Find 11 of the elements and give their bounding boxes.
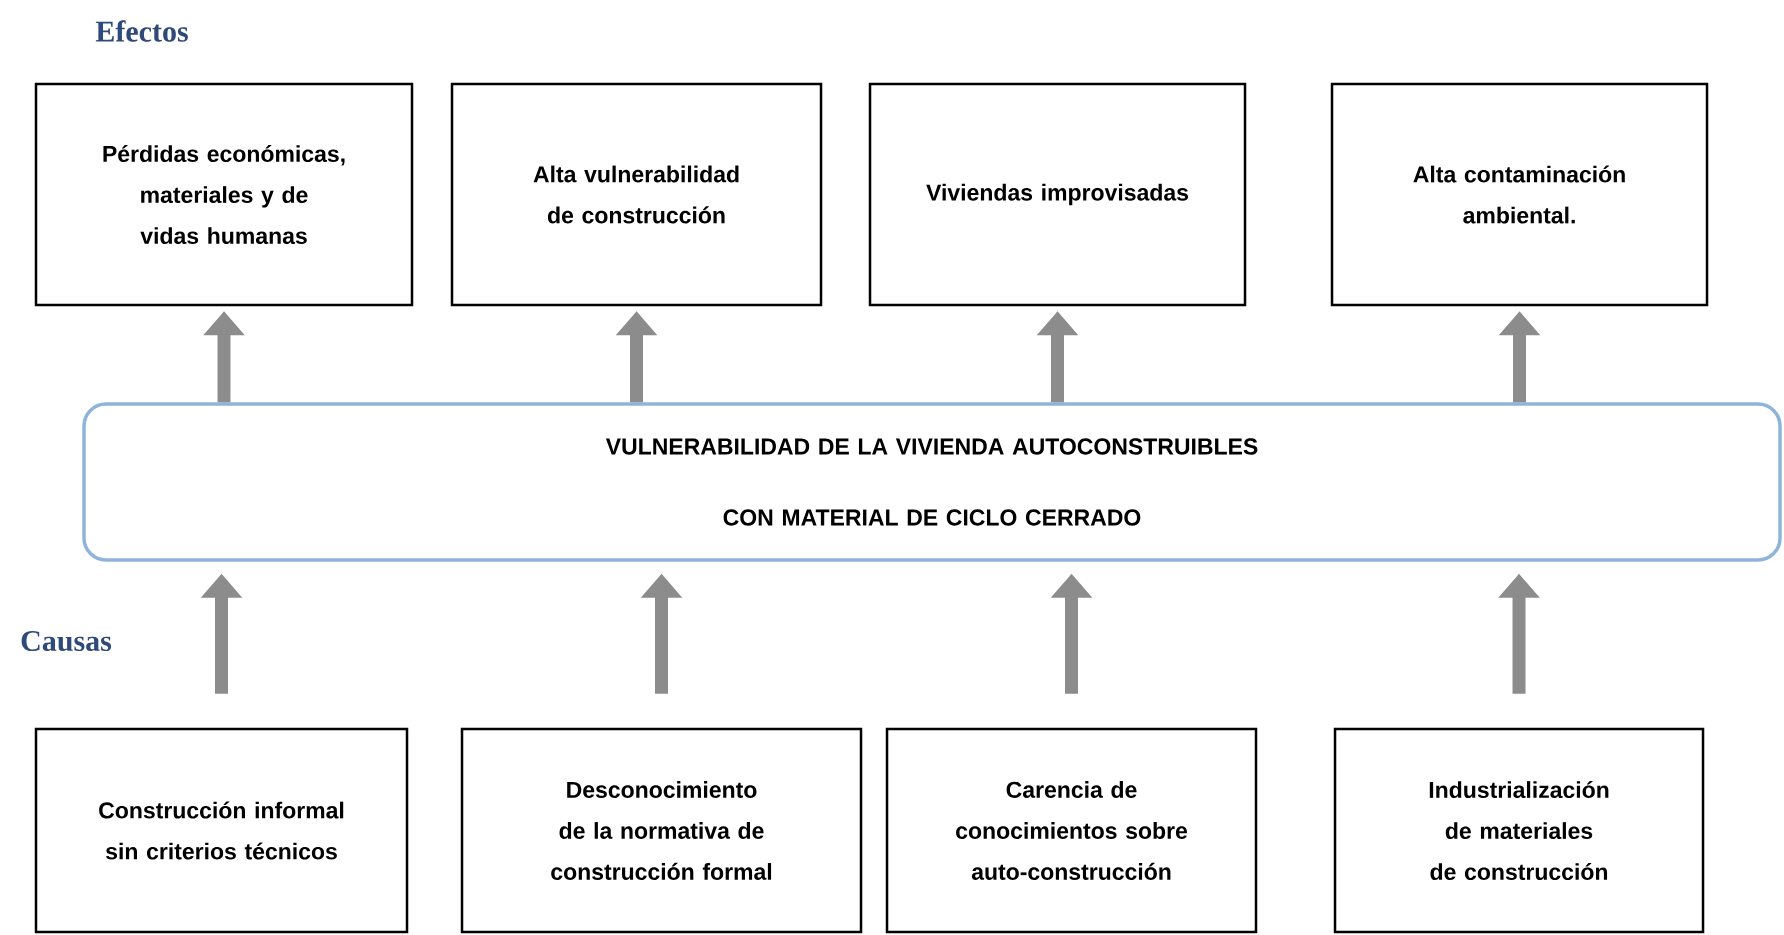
effect-box: Pérdidas económicas, materiales y de vidas humanas [34,82,414,307]
cause-box: Carencia de conocimientos sobre auto-construcción [885,727,1258,934]
effect-box: Viviendas improvisadas [868,82,1247,307]
central-problem-box: VULNERABILIDAD DE LA VIVIENDA AUTOCONSTRUIBLES CON MATERIAL DE CICLO CERRADO [82,402,1782,562]
section-heading: Causas [21,630,112,652]
cause-box: Desconocimiento de la normativa de construcción formal [460,727,863,934]
effect-box: Alta vulnerabilidad de construcción [450,82,823,307]
cause-box: Industrialización de materiales de construcción [1333,727,1705,934]
section-heading: Efectos [95,20,188,42]
effect-box: Alta contaminación ambiental. [1330,82,1709,307]
cause-box: Construcción informal sin criterios técnicos [34,727,409,934]
